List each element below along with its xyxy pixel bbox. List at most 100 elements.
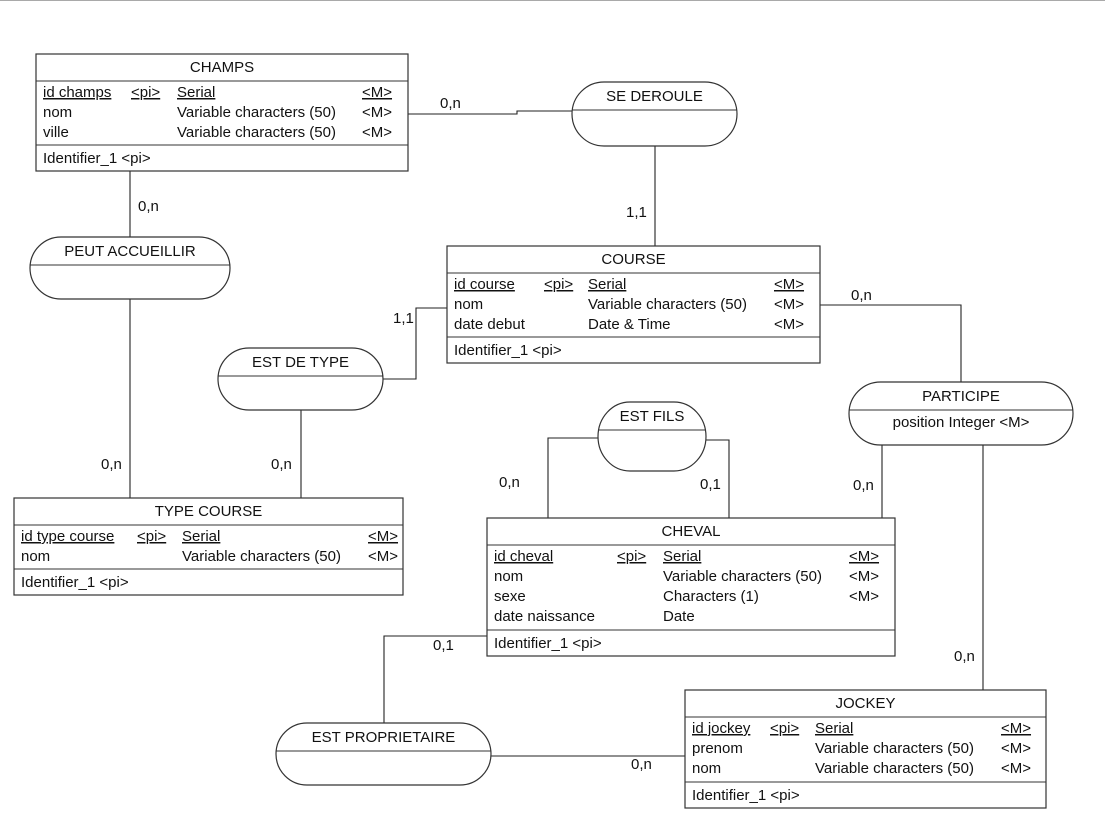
attribute-type: Variable characters (50): [588, 296, 747, 313]
attribute-name: prenom: [692, 740, 743, 757]
relationship-peut-accueillir[interactable]: PEUT ACCUEILLIR: [29, 236, 231, 300]
attribute-mandatory: <M>: [774, 296, 804, 313]
attribute-row: id course <pi> Serial <M>: [454, 276, 804, 293]
entity-identifier: Identifier_1 <pi>: [43, 150, 151, 167]
relationship-name: EST DE TYPE: [252, 354, 349, 371]
attribute-type: Variable characters (50): [182, 548, 341, 565]
entity-box: [13, 497, 404, 596]
cardinality-label: 1,1: [393, 310, 414, 327]
cardinality-label: 0,1: [700, 476, 721, 493]
relationship-est-fils[interactable]: EST FILS: [597, 401, 707, 472]
link-course-est_de_type: [383, 307, 447, 380]
attribute-key: <pi>: [137, 528, 166, 545]
attribute-key: <pi>: [617, 548, 646, 565]
entity-box: [35, 53, 409, 172]
relationship-shape: [217, 347, 384, 411]
relationship-est-de-type[interactable]: EST DE TYPE: [217, 347, 384, 411]
entity-box: [446, 245, 821, 364]
attribute-mandatory: <M>: [774, 316, 804, 333]
attribute-name: nom: [21, 548, 50, 565]
attribute-name: nom: [454, 296, 483, 313]
attribute-key: <pi>: [131, 84, 160, 101]
attribute-type: Variable characters (50): [663, 568, 822, 585]
attribute-mandatory: <M>: [1001, 720, 1031, 737]
link-cheval-est_fils: [547, 437, 598, 518]
cardinality-label: 0,n: [138, 198, 159, 215]
attribute-mandatory: <M>: [362, 104, 392, 121]
attribute-type: Serial: [663, 548, 701, 565]
entity-type-course[interactable]: TYPE COURSE id type course <pi> Serial <M> no…: [13, 497, 404, 596]
attribute-mandatory: <M>: [362, 84, 392, 101]
attribute-name: id type course: [21, 528, 114, 545]
attribute-type: Serial: [588, 276, 626, 293]
cardinality-label: 0,n: [851, 287, 872, 304]
entity-identifier: Identifier_1 <pi>: [21, 574, 129, 591]
attribute-row: id jockey<pi>Serial<M>: [692, 720, 1031, 737]
attribute-row: nom Variable characters (50) <M>: [692, 760, 1031, 777]
attribute-type: Variable characters (50): [177, 104, 336, 121]
attribute-name: ville: [43, 124, 69, 141]
cardinality-label: 1,1: [626, 204, 647, 221]
entity-box: [486, 517, 896, 657]
relationship-se-deroule[interactable]: SE DEROULE: [571, 81, 738, 147]
cardinality-label: 0,n: [631, 756, 652, 773]
link-cheval-est_proprietaire: [383, 635, 487, 723]
attribute-name: sexe: [494, 588, 526, 605]
relationship-attributes: position Integer <M>: [893, 414, 1030, 431]
attribute-type: Serial: [182, 528, 220, 545]
link-course-participe: [820, 304, 962, 382]
attribute-name: id course: [454, 276, 515, 293]
entity-identifier: Identifier_1 <pi>: [454, 342, 562, 359]
entity-name: TYPE COURSE: [155, 503, 263, 520]
attribute-type: Date & Time: [588, 316, 671, 333]
entity-name: JOCKEY: [835, 695, 895, 712]
attribute-mandatory: <M>: [849, 588, 879, 605]
entity-identifier: Identifier_1 <pi>: [692, 787, 800, 804]
attribute-mandatory: <M>: [774, 276, 804, 293]
relationship-name: PARTICIPE: [922, 388, 1000, 405]
attribute-mandatory: <M>: [368, 528, 398, 545]
cardinality-label: 0,n: [101, 456, 122, 473]
relationship-participe[interactable]: PARTICIPE position Integer <M>: [848, 381, 1074, 446]
cardinality-label: 0,n: [271, 456, 292, 473]
cardinality-label: 0,1: [433, 637, 454, 654]
attribute-row: nom Variable characters (50) <M>: [454, 296, 804, 313]
attribute-mandatory: <M>: [1001, 760, 1031, 777]
cardinality-label: 0,n: [853, 477, 874, 494]
top-border: [0, 0, 1105, 1]
relationship-est-proprietaire[interactable]: EST PROPRIETAIRE: [275, 722, 492, 786]
attribute-row: id cheval <pi> Serial <M>: [494, 548, 879, 565]
cardinality-label: 0,n: [954, 648, 975, 665]
attribute-mandatory: <M>: [849, 548, 879, 565]
attribute-row: id champs<pi>Serial<M>: [43, 84, 392, 101]
attribute-name: nom: [692, 760, 721, 777]
attribute-name: date naissance: [494, 608, 595, 625]
attribute-type: Variable characters (50): [815, 760, 974, 777]
attribute-name: nom: [43, 104, 72, 121]
attribute-mandatory: <M>: [1001, 740, 1031, 757]
attribute-mandatory: <M>: [362, 124, 392, 141]
attribute-name: id cheval: [494, 548, 553, 565]
relationship-shape: [848, 381, 1074, 446]
entity-name: CHEVAL: [662, 523, 721, 540]
relationship-name: PEUT ACCUEILLIR: [64, 243, 196, 260]
cardinality-label: 0,n: [440, 95, 461, 112]
attribute-type: Variable characters (50): [177, 124, 336, 141]
relationship-name: EST FILS: [620, 408, 685, 425]
link-champs-se_deroule: [408, 110, 572, 115]
attribute-key: <pi>: [544, 276, 573, 293]
link-cheval-est_fils: [706, 439, 730, 518]
relationship-shape: [571, 81, 738, 147]
cardinalities-layer: 0,n 1,1 0,n 0,n 1,1 0,n 0,n 0,n 0,n 0,n 0,1 0,1 0,n: [101, 95, 975, 773]
cardinality-label: 0,n: [499, 474, 520, 491]
